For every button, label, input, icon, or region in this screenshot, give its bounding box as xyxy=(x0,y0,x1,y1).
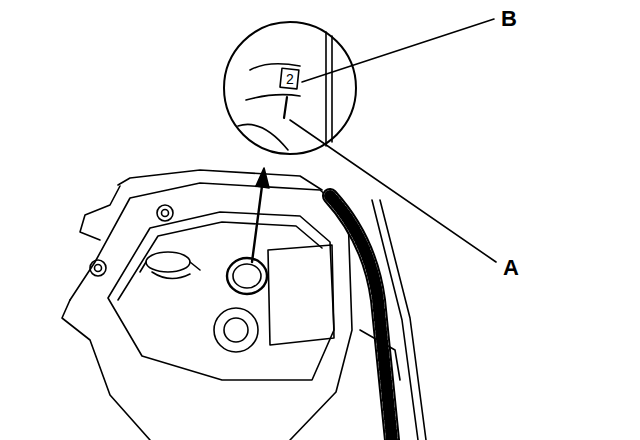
bolt xyxy=(157,205,173,221)
inspection-hole xyxy=(227,258,267,294)
bolt xyxy=(95,265,102,272)
bolt xyxy=(90,260,106,276)
magnified-detail xyxy=(326,32,332,146)
plug xyxy=(224,318,248,342)
callout-letter: A xyxy=(503,257,519,279)
housing-edge xyxy=(62,300,150,440)
magnified-view xyxy=(224,22,356,154)
housing-outline xyxy=(70,183,352,440)
magnify-arrowhead xyxy=(256,168,269,188)
leader-line xyxy=(290,120,496,262)
inspection-hole xyxy=(233,264,261,288)
rod xyxy=(372,200,426,440)
bolt xyxy=(162,210,169,217)
hose xyxy=(330,196,392,440)
magnify-arrow xyxy=(252,186,262,262)
leader-line xyxy=(302,19,494,82)
inspection-lug xyxy=(146,252,190,272)
magnified-detail xyxy=(238,95,300,150)
inspection-lug xyxy=(140,262,200,279)
bracket xyxy=(360,330,400,380)
mark-number: 2 xyxy=(286,72,294,86)
housing-opening xyxy=(108,212,334,380)
housing-opening-lip xyxy=(118,222,322,300)
mark-box xyxy=(280,68,299,89)
housing-top-rib xyxy=(80,186,120,240)
hose xyxy=(330,196,392,440)
plug xyxy=(214,308,258,352)
hose-ribs xyxy=(330,196,392,440)
housing-block xyxy=(268,245,334,345)
timing-line-mark xyxy=(284,97,287,118)
housing-top-rib xyxy=(118,170,322,190)
callout-letter: B xyxy=(501,8,517,30)
